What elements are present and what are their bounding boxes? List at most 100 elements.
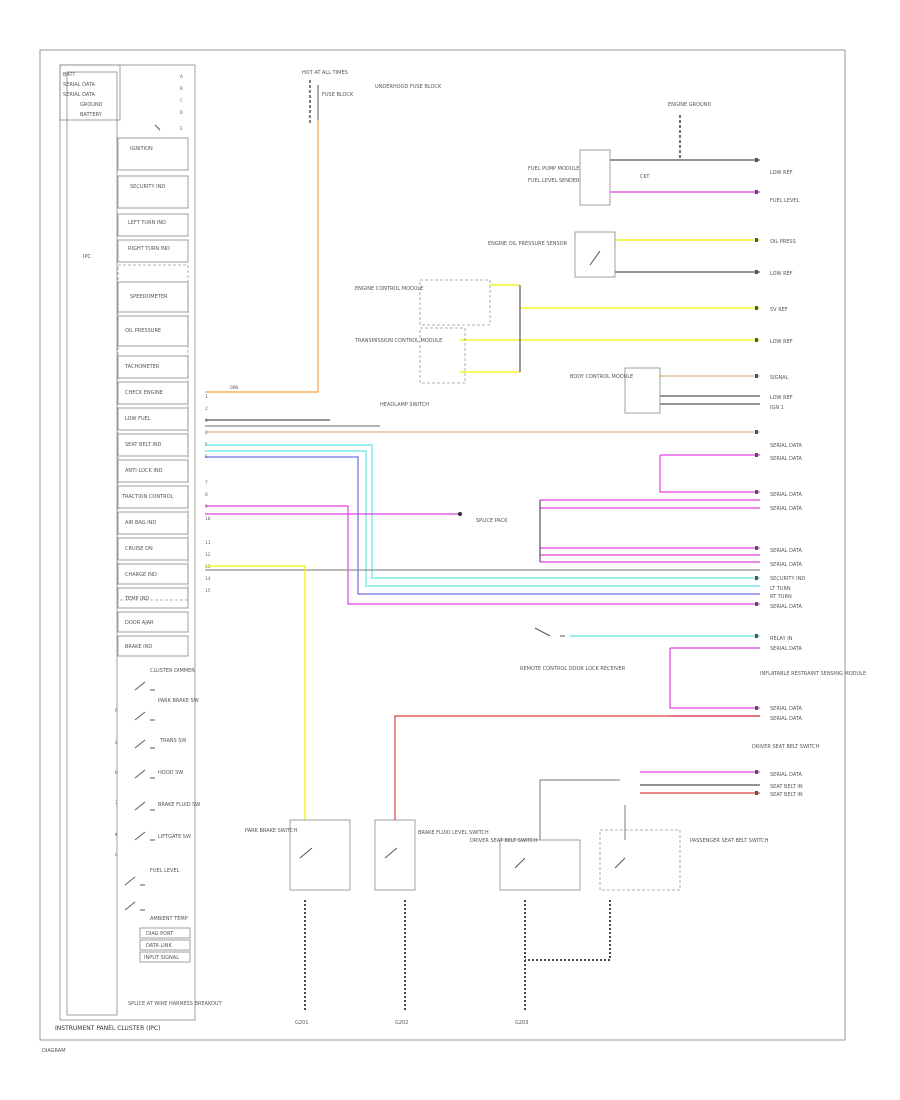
passenger-seatbelt-symbol	[614, 857, 626, 869]
cluster-cell-label-2: SECURITY IND	[130, 184, 165, 190]
pin-mark	[755, 430, 758, 434]
bcm-label: BODY CONTROL MODULE	[570, 374, 633, 380]
wire-gray-2	[539, 779, 620, 840]
cluster-cell-label-1: IGNITION	[130, 146, 153, 152]
pin-mark	[755, 770, 758, 774]
cluster-switch-label-4: HOOD SW	[158, 770, 183, 776]
cluster-cell-9	[117, 407, 189, 431]
cluster-pin-numbers: 1 2 3 4 5 6 7 8 9 10 11 12 13 14 15	[205, 394, 211, 594]
cluster-bottom-box-label-3: INPUT SIGNAL	[144, 955, 179, 961]
pin-c9: 9	[205, 504, 208, 510]
pin-mark	[755, 602, 758, 606]
cluster-bottom-box-2	[139, 939, 191, 951]
right-label-17: LT TURN	[770, 586, 791, 592]
page-code: DIAGRAM	[42, 1048, 66, 1054]
pin-c2: 2	[205, 406, 208, 412]
pin-b3: H	[115, 770, 118, 776]
cluster-cell-label-15: CHARGE IND	[125, 572, 157, 578]
pin-c11: 11	[205, 540, 211, 546]
pin-mark	[755, 190, 758, 194]
cluster-cell-label-16: TEMP IND	[124, 596, 149, 602]
pin-mark	[755, 338, 758, 342]
wire-cyan-2	[205, 450, 760, 587]
cluster-cell-label-9: LOW FUEL	[125, 416, 151, 422]
wire-ground-4	[525, 900, 611, 961]
pin-b6: L	[115, 852, 118, 858]
cluster-cell-7	[117, 355, 189, 379]
right-labels: LOW REF FUEL LEVEL OIL PRESS LOW REF 5V …	[770, 170, 805, 798]
pin-a1: A	[180, 74, 183, 80]
cluster-cell-label-11: ANTI-LOCK IND	[125, 468, 163, 474]
cluster-switch-label-8: AMBIENT TEMP	[150, 916, 188, 922]
ecm-box-1	[419, 279, 491, 326]
right-label-12: SERIAL DATA	[770, 492, 803, 498]
cluster-cell-label-3: LEFT TURN IND	[128, 220, 166, 226]
pin-a4: D	[180, 110, 183, 116]
pin-mark	[755, 453, 758, 457]
park-brake-switch-symbol	[299, 847, 313, 859]
cluster-cell-14	[117, 537, 189, 561]
cluster-outline	[59, 64, 196, 1021]
right-label-26: SEAT BELT IN	[770, 792, 803, 798]
right-label-21: SERIAL DATA	[770, 646, 803, 652]
pin-c10: 10	[205, 516, 211, 522]
cluster-switch-1	[134, 681, 155, 691]
pin-c3: 3	[205, 418, 208, 424]
cluster-switches	[124, 681, 155, 911]
pin-c8: 8	[205, 492, 208, 498]
ecm-group: ENGINE CONTROL MODULE TRANSMISSION CONTR…	[354, 279, 491, 384]
cluster-cell-11	[117, 459, 189, 483]
pin-mark	[755, 374, 758, 378]
pin-mark	[755, 238, 758, 242]
right-label-16: SECURITY IND	[770, 576, 805, 582]
remote-switch-symbol	[534, 627, 565, 637]
wire-pink-1	[205, 505, 760, 605]
wire-label-power: ORN	[230, 385, 238, 391]
pin-mark	[755, 576, 758, 580]
cluster-cell-8	[117, 381, 189, 405]
fuel-sender-label: FUEL LEVEL SENDER	[528, 178, 580, 184]
cluster-ground-tick	[154, 124, 161, 131]
power-fuse-label: FUSE BLOCK	[322, 92, 354, 98]
pin-a3: C	[180, 98, 183, 104]
tcm-label: TRANSMISSION CONTROL MODULE	[354, 338, 442, 344]
right-label-8: LOW REF	[770, 395, 793, 401]
right-label-6: LOW REF	[770, 339, 793, 345]
right-label-22: SERIAL DATA	[770, 706, 803, 712]
cluster-cell-16	[117, 587, 189, 609]
pin-mark	[755, 490, 758, 494]
cluster-cell-label-12: TRACTION CONTROL	[121, 494, 174, 500]
right-label-4: LOW REF	[770, 271, 793, 277]
pin-c4: 4	[205, 430, 208, 436]
right-label-9: IGN 1	[770, 405, 784, 411]
ecm-box-2	[419, 327, 466, 384]
brake-fluid-switch-box	[374, 819, 416, 891]
fuel-pump-module-box	[579, 149, 611, 206]
cluster-cell-4	[117, 239, 189, 263]
cluster-cell-label-6: OIL PRESSURE	[125, 328, 161, 334]
pin-c7: 7	[205, 480, 208, 486]
cluster-switch-7	[124, 876, 145, 886]
cluster-header-5: BATTERY	[80, 112, 103, 118]
pin-mark	[755, 158, 758, 162]
cluster-switch-3	[134, 739, 155, 749]
cluster-cell-label-4: RIGHT TURN IND	[128, 246, 170, 252]
cluster-cell-5	[117, 281, 189, 313]
cluster-cell-18	[117, 635, 189, 657]
cluster-cell-label-10: SEAT BELT IND	[125, 442, 162, 448]
wire-blue-1	[205, 456, 760, 595]
oil-sensor-box	[574, 231, 616, 278]
cluster-cell-label-17: DOOR AJAR	[125, 620, 154, 626]
right-label-19: SERIAL DATA	[770, 604, 803, 610]
pin-mark	[755, 634, 758, 638]
cluster-dashed-region	[117, 264, 189, 601]
cluster-cell-label-5: SPEEDOMETER	[130, 294, 168, 300]
wire-pink-10	[669, 648, 760, 709]
driver-seatbelt-box	[499, 839, 581, 891]
power-note: UNDERHOOD FUSE BLOCK	[375, 84, 442, 90]
cluster-switch-6	[134, 831, 155, 841]
right-label-24: SERIAL DATA	[770, 772, 803, 778]
right-label-15: SERIAL DATA	[770, 562, 803, 568]
diagram-frame	[39, 49, 846, 1041]
